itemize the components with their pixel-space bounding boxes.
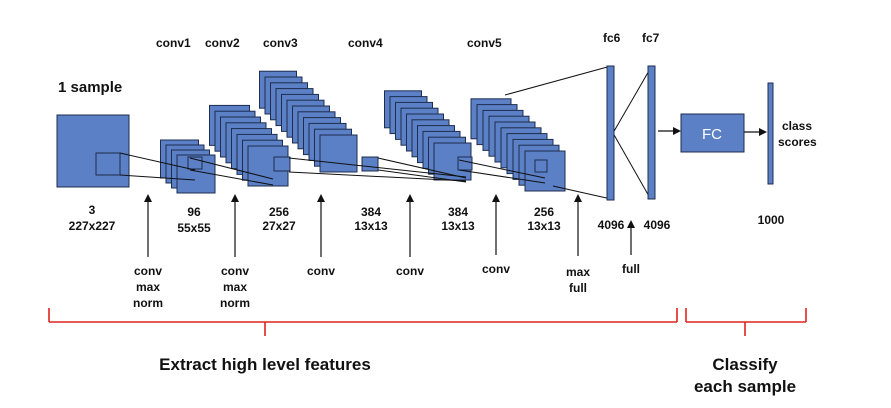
op-fc6-line2: full: [569, 281, 587, 295]
classification-bracket: [685, 308, 807, 336]
conv3-stack-map: [319, 134, 358, 173]
input-image: [56, 114, 130, 188]
conv4-stack: [384, 90, 473, 181]
conv4-stack-receptive-field: [457, 156, 473, 171]
fc7-layer: [647, 65, 656, 200]
op-conv1-line3: norm: [133, 296, 163, 310]
op-conv3: conv: [307, 264, 335, 278]
op-conv4: conv: [396, 264, 424, 278]
op-conv2-line1: conv: [221, 264, 249, 278]
conv5-stack-receptive-field: [534, 159, 548, 173]
group-label-features: Extract high level features: [159, 355, 371, 374]
operation-arrows: [144, 194, 635, 257]
layer-title-fc7: fc7: [642, 31, 660, 45]
dim-conv5-channels: 256: [534, 205, 554, 219]
dim-output: 1000: [758, 213, 785, 227]
dim-conv4-size: 13x13: [441, 219, 475, 233]
fc-classifier-box: [680, 113, 745, 153]
op-conv1-line2: max: [136, 280, 160, 294]
conv1-stack: [160, 139, 216, 194]
conv2-stack-receptive-field: [273, 156, 291, 172]
fc-label: FC: [702, 126, 722, 143]
dim-conv3-channels: 384: [361, 205, 381, 219]
op-conv2-line3: norm: [220, 296, 250, 310]
conv3-stack-receptive-field: [361, 156, 379, 172]
class-scores-label-line1: class: [782, 119, 812, 133]
dim-input-size: 227x227: [69, 219, 116, 233]
dim-input-channels: 3: [89, 203, 96, 217]
conv5-stack: [470, 98, 566, 192]
fc6-layer: [606, 65, 615, 201]
group-label-classify-line1: Classify: [712, 355, 778, 374]
dim-conv1-size: 55x55: [177, 221, 211, 235]
projection-lines: [119, 65, 651, 200]
dim-conv5-size: 13x13: [527, 219, 561, 233]
dim-fc6: 4096: [598, 218, 625, 232]
conv3-stack: [259, 70, 379, 173]
dim-conv2-channels: 256: [269, 205, 289, 219]
op-conv2-line2: max: [223, 280, 247, 294]
sample-label: 1 sample: [58, 79, 122, 96]
class-scores-label-line2: scores: [778, 135, 817, 149]
dim-conv3-size: 13x13: [354, 219, 388, 233]
layer-title-fc6: fc6: [603, 31, 621, 45]
feature-map-stacks: [160, 70, 566, 194]
dim-conv4-channels: 384: [448, 205, 468, 219]
op-fc6-line1: max: [566, 265, 590, 279]
layer-title-conv3: conv3: [263, 36, 298, 50]
dim-fc7: 4096: [644, 218, 671, 232]
conv2-stack: [209, 104, 291, 187]
feature-extraction-bracket: [48, 308, 678, 336]
group-label-classify-line2: each sample: [694, 377, 796, 396]
conv1-stack-map: [176, 154, 216, 194]
output-class-scores: [767, 82, 774, 185]
dim-conv2-size: 27x27: [262, 219, 296, 233]
op-conv1-line1: conv: [134, 264, 162, 278]
layer-title-conv1: conv1: [156, 36, 191, 50]
layer-title-conv5: conv5: [467, 36, 502, 50]
layer-title-conv2: conv2: [205, 36, 240, 50]
dim-conv1-channels: 96: [187, 205, 201, 219]
op-conv5: conv: [482, 262, 510, 276]
op-fc7: full: [622, 262, 640, 276]
layer-title-conv4: conv4: [348, 36, 383, 50]
input-receptive-field: [95, 152, 121, 176]
